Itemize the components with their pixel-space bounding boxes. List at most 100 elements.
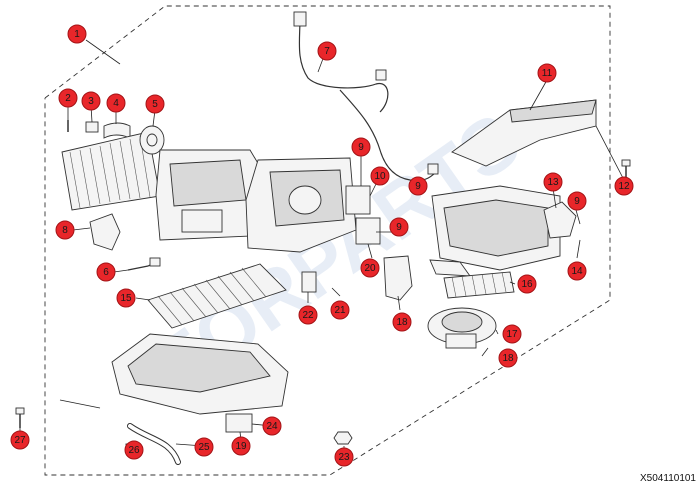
- left-housing: [155, 149, 263, 241]
- lower-housing: [111, 333, 289, 415]
- callout-18: 18: [392, 312, 412, 332]
- callout-number: 15: [120, 293, 132, 304]
- cabin-filter: [443, 271, 515, 299]
- drawing-code: X504110101: [640, 473, 696, 484]
- callout-7: 7: [317, 41, 337, 61]
- callout-marker: [392, 312, 412, 332]
- callout-marker: [55, 220, 75, 240]
- callout-marker: [517, 274, 537, 294]
- tube-fittings: [67, 120, 131, 139]
- callout-number: 14: [571, 266, 583, 277]
- center-housing: [245, 157, 357, 253]
- callout-number: 5: [152, 99, 158, 110]
- callout-marker: [567, 191, 587, 211]
- callout-16: 16: [517, 274, 537, 294]
- callout-marker: [81, 91, 101, 111]
- module-24: [225, 413, 253, 433]
- callout-18: 18: [498, 348, 518, 368]
- callout-number: 11: [542, 68, 553, 79]
- callout-17: 17: [502, 324, 522, 344]
- callout-6: 6: [96, 262, 116, 282]
- callout-number: 25: [198, 442, 210, 453]
- callout-14: 14: [567, 261, 587, 281]
- callout-9: 9: [389, 217, 409, 237]
- gasket: [139, 125, 165, 155]
- callout-marker: [194, 437, 214, 457]
- callout-marker: [614, 176, 634, 196]
- callout-marker: [262, 416, 282, 436]
- callout-number: 12: [618, 181, 630, 192]
- actuator-20: [355, 217, 381, 245]
- sensor-6-head: [149, 257, 161, 267]
- callout-marker: [67, 24, 87, 44]
- callout-number: 27: [14, 435, 26, 446]
- callout-number: 20: [364, 263, 376, 274]
- wiring-harness: [293, 11, 439, 182]
- callout-marker: [10, 430, 30, 450]
- callout-number: 21: [334, 305, 346, 316]
- callout-number: 18: [502, 353, 514, 364]
- callout-number: 7: [324, 46, 330, 57]
- callout-11: 11: [537, 63, 557, 83]
- callout-4: 4: [106, 93, 126, 113]
- callout-20: 20: [360, 258, 380, 278]
- callout-number: 9: [415, 181, 421, 192]
- callout-marker: [58, 88, 78, 108]
- callout-marker: [537, 63, 557, 83]
- heater-core: [61, 131, 161, 211]
- screw-12: [621, 159, 631, 178]
- callout-number: 9: [396, 222, 402, 233]
- callout-number: 23: [338, 452, 350, 463]
- callout-marker: [370, 166, 390, 186]
- callout-22: 22: [298, 305, 318, 325]
- callout-13: 13: [543, 172, 563, 192]
- callout-number: 6: [103, 267, 109, 278]
- callout-number: 26: [128, 445, 140, 456]
- callout-19: 19: [231, 436, 251, 456]
- callout-marker: [124, 440, 144, 460]
- blower-motor: [427, 307, 497, 349]
- bracket-19: [383, 255, 413, 301]
- callout-number: 9: [358, 142, 364, 153]
- callout-marker: [360, 258, 380, 278]
- callout-number: 2: [65, 93, 71, 104]
- callout-number: 3: [88, 96, 94, 107]
- callout-5: 5: [145, 94, 165, 114]
- callout-marker: [145, 94, 165, 114]
- callout-marker: [389, 217, 409, 237]
- callout-marker: [498, 348, 518, 368]
- screw-27: [15, 407, 25, 428]
- callout-number: 18: [396, 317, 408, 328]
- callout-marker: [502, 324, 522, 344]
- evaporator: [147, 263, 287, 329]
- callout-marker: [116, 288, 136, 308]
- callout-number: 17: [506, 329, 518, 340]
- callout-21: 21: [330, 300, 350, 320]
- callout-9: 9: [408, 176, 428, 196]
- callout-number: 16: [521, 279, 533, 290]
- right-housing: [429, 185, 561, 277]
- callout-marker: [330, 300, 350, 320]
- duct-piece: [89, 213, 121, 251]
- callout-marker: [231, 436, 251, 456]
- callout-number: 8: [62, 225, 68, 236]
- callout-9: 9: [351, 137, 371, 157]
- callout-27: 27: [10, 430, 30, 450]
- motor-mount: [543, 201, 577, 239]
- callout-marker: [543, 172, 563, 192]
- assembly-outline: [44, 5, 611, 476]
- resistor-22: [301, 271, 317, 293]
- callout-marker: [317, 41, 337, 61]
- callout-3: 3: [81, 91, 101, 111]
- callout-2: 2: [58, 88, 78, 108]
- callout-15: 15: [116, 288, 136, 308]
- nut-23: [333, 431, 353, 445]
- callout-number: 19: [235, 441, 247, 452]
- actuator-10: [345, 185, 371, 215]
- callout-number: 1: [74, 29, 80, 40]
- callout-25: 25: [194, 437, 214, 457]
- callout-24: 24: [262, 416, 282, 436]
- callout-marker: [106, 93, 126, 113]
